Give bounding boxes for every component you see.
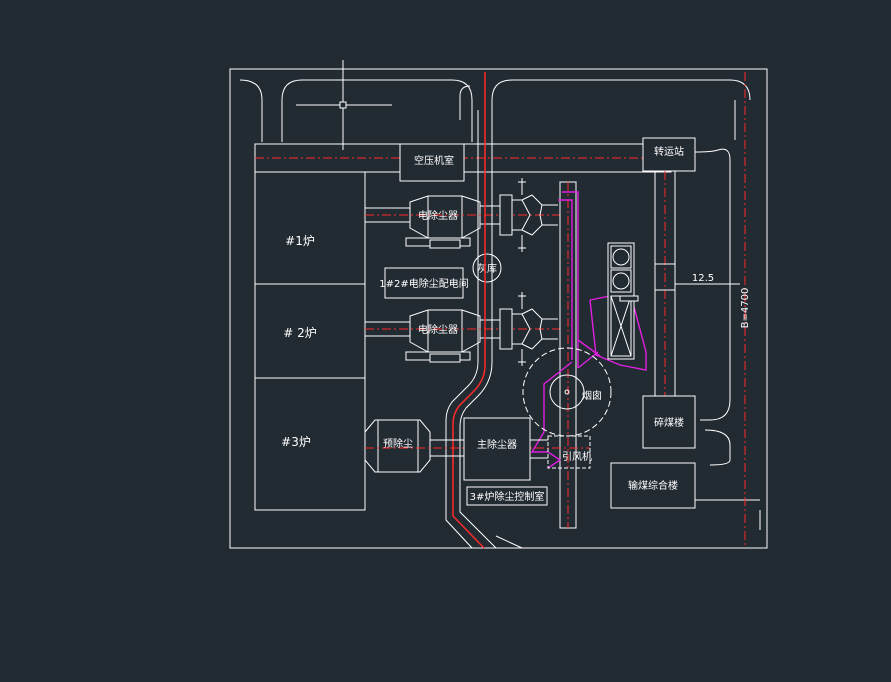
esp-1-label: 电除尘器 [418, 209, 458, 222]
pre-duster-label: 预除尘 [383, 437, 413, 450]
induced-fan-label: 引风机 [562, 450, 592, 463]
esp-2: 电除尘器 [365, 292, 560, 366]
esp-distribution-room-label: 1#2#电除尘配电间 [379, 277, 468, 290]
central-road [445, 72, 523, 549]
right-conveyor: 12.5 [654, 170, 740, 397]
main-duster: 主除尘器 [463, 417, 548, 481]
chimney-label: 烟囱 [582, 389, 602, 402]
coal-crusher-label: 碎煤楼 [654, 416, 684, 429]
control-room-3-label: 3#炉除尘控制室 [470, 490, 545, 503]
roads [239, 79, 761, 530]
ash-silo: 灰库 [472, 253, 502, 283]
coal-storage-label: 输煤综合楼 [628, 479, 678, 492]
main-flue-duct [559, 181, 577, 529]
elevation-tag: B=4700 [740, 288, 751, 329]
boiler-1-label: #1炉 [285, 234, 315, 248]
transfer-station: 转运站 [642, 137, 696, 172]
coal-crusher-building: 碎煤楼 [642, 395, 696, 449]
right-centerline: B=4700 [740, 72, 751, 545]
esp-distribution-room: 1#2#电除尘配电间 [379, 267, 469, 299]
boiler-2-label: # 2炉 [283, 326, 317, 340]
chimney: 烟囱 [522, 347, 612, 437]
survey-crosshair [296, 60, 392, 150]
pre-duster: 预除尘 [364, 419, 590, 473]
ash-silo-label: 灰库 [477, 262, 497, 275]
main-duster-label: 主除尘器 [477, 438, 517, 451]
control-room-3: 3#炉除尘控制室 [466, 486, 548, 506]
esp-2-label: 电除尘器 [418, 323, 458, 336]
air-compressor-room-label: 空压机室 [414, 154, 454, 167]
site-boundary [229, 68, 768, 549]
induced-fan: 引风机 [547, 435, 592, 469]
air-compressor-room: 空压机室 [399, 143, 465, 182]
boiler-3-label: #3炉 [281, 435, 311, 449]
esp-1: 电除尘器 [365, 178, 560, 252]
coal-storage-building: 输煤综合楼 [610, 462, 696, 509]
boiler-block: #1炉 # 2炉 #3炉 [254, 171, 366, 511]
dimension-label: 12.5 [692, 273, 714, 284]
crusher-equipment [607, 242, 639, 360]
transfer-station-label: 转运站 [654, 145, 684, 158]
